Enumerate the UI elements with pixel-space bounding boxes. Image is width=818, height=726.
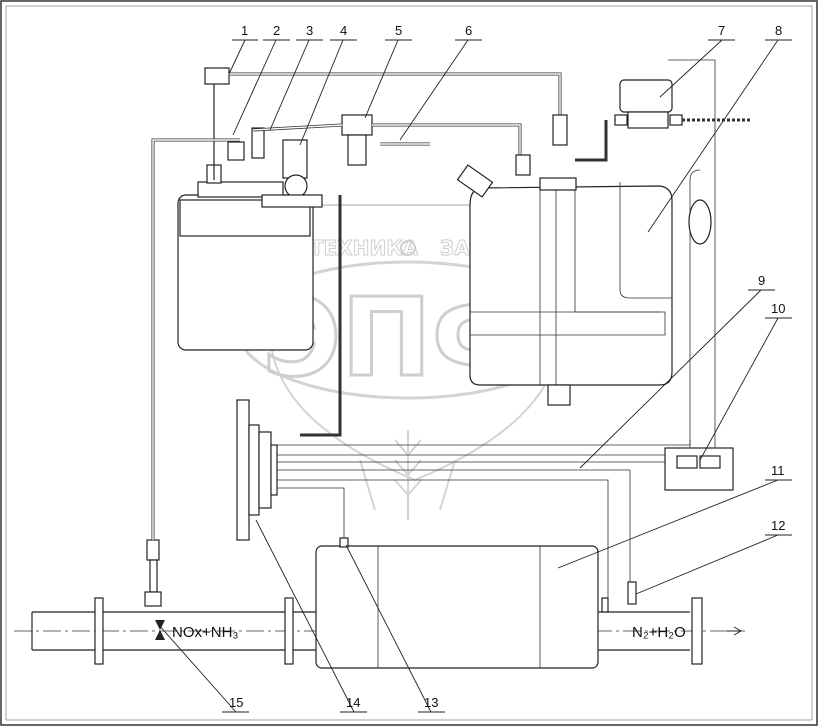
solenoid-valve: [614, 79, 750, 129]
level-sensor: [688, 199, 712, 245]
callout-1: 1: [241, 23, 248, 38]
nox-sensor-control-box: [664, 447, 734, 491]
wiring-harness: [277, 59, 716, 598]
callout-10: 10: [771, 301, 785, 316]
wheat-icon: [359, 430, 456, 520]
callout-14: 14: [346, 695, 360, 710]
callout-9: 9: [758, 273, 765, 288]
callout-5: 5: [395, 23, 402, 38]
urea-tank: [456, 164, 712, 406]
callout-4: 4: [340, 23, 347, 38]
watermark-gear-icon: [400, 240, 416, 256]
flange-mid: [284, 597, 294, 665]
dosing-injector: [144, 539, 165, 640]
urea-lines: [151, 72, 608, 540]
callout-11: 11: [771, 463, 785, 478]
watermark-text-left: ТЕХНИКА: [310, 236, 419, 260]
sensor-12: [627, 581, 637, 605]
callout-13: 13: [424, 695, 438, 710]
callout-3: 3: [306, 23, 313, 38]
callout-15: 15: [229, 695, 243, 710]
outlet-gas-label: N₂+H₂O: [632, 624, 686, 641]
flange-outlet: [691, 597, 703, 665]
solenoid-1: [204, 67, 230, 85]
inner-border: [5, 5, 813, 721]
callout-12: 12: [771, 518, 785, 533]
callout-7: 7: [718, 23, 725, 38]
callout-2: 2: [273, 23, 280, 38]
callout-8: 8: [775, 23, 782, 38]
inlet-gas-label: NOx+NH₃: [172, 624, 239, 641]
dosing-pump-module: [177, 67, 323, 351]
filter: [341, 114, 373, 166]
outlet-arrow-icon: [733, 626, 743, 636]
dosing-control-unit: [236, 399, 278, 541]
leader-lines: [157, 39, 792, 713]
scr-catalyst-muffler: [315, 537, 637, 669]
callout-6: 6: [465, 23, 472, 38]
flange-inlet: [94, 597, 104, 665]
sensor-port: [601, 597, 609, 613]
